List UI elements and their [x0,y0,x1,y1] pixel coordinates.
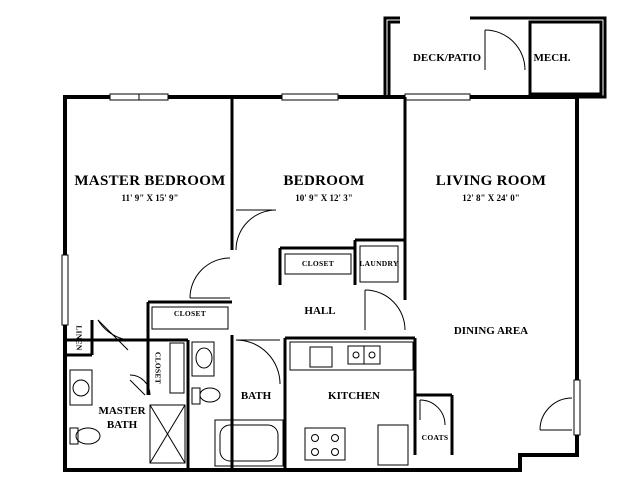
room-dims-bedroom: 10' 9" X 12' 3" [295,193,353,203]
deck-patio-structure [383,16,607,99]
room-name-living-room: LIVING ROOM [435,173,547,189]
label-bath: BATH [240,390,272,402]
interior-walls [65,97,454,470]
laundry-machines [359,245,399,283]
label-closet-bedroom: CLOSET [301,259,335,268]
room-name-bedroom: BEDROOM [283,173,365,189]
windows [61,93,581,436]
label-kitchen: KITCHEN [328,390,380,402]
room-name-mech: MECH. [533,52,571,64]
label-hall: HALL [304,305,336,317]
label-laundry: LAUNDRY [359,259,399,268]
room-dims-living-room: 12' 8" X 24' 0" [462,193,520,203]
closet-shelves [151,253,352,394]
label-dining-area: DINING AREA [453,325,529,337]
kitchen-fixtures [289,341,414,466]
room-name-deck-patio: DECK/PATIO [412,52,482,64]
label-master-bath-line1: MASTER [98,405,146,417]
bath-fixtures [69,341,284,467]
label-closet-master: CLOSET [173,309,207,318]
label-closet-vertical: CLOSET [153,351,163,385]
room-name-master-bedroom: MASTER BEDROOM [74,173,226,189]
label-linen: LINEN [74,325,84,351]
room-dims-master-bedroom: 11' 9" X 15' 9" [121,193,179,203]
deck-door-swing [484,29,526,71]
label-coats: COATS [421,433,449,442]
door-swings [97,209,573,431]
label-master-bath-line2: BATH [106,419,138,431]
